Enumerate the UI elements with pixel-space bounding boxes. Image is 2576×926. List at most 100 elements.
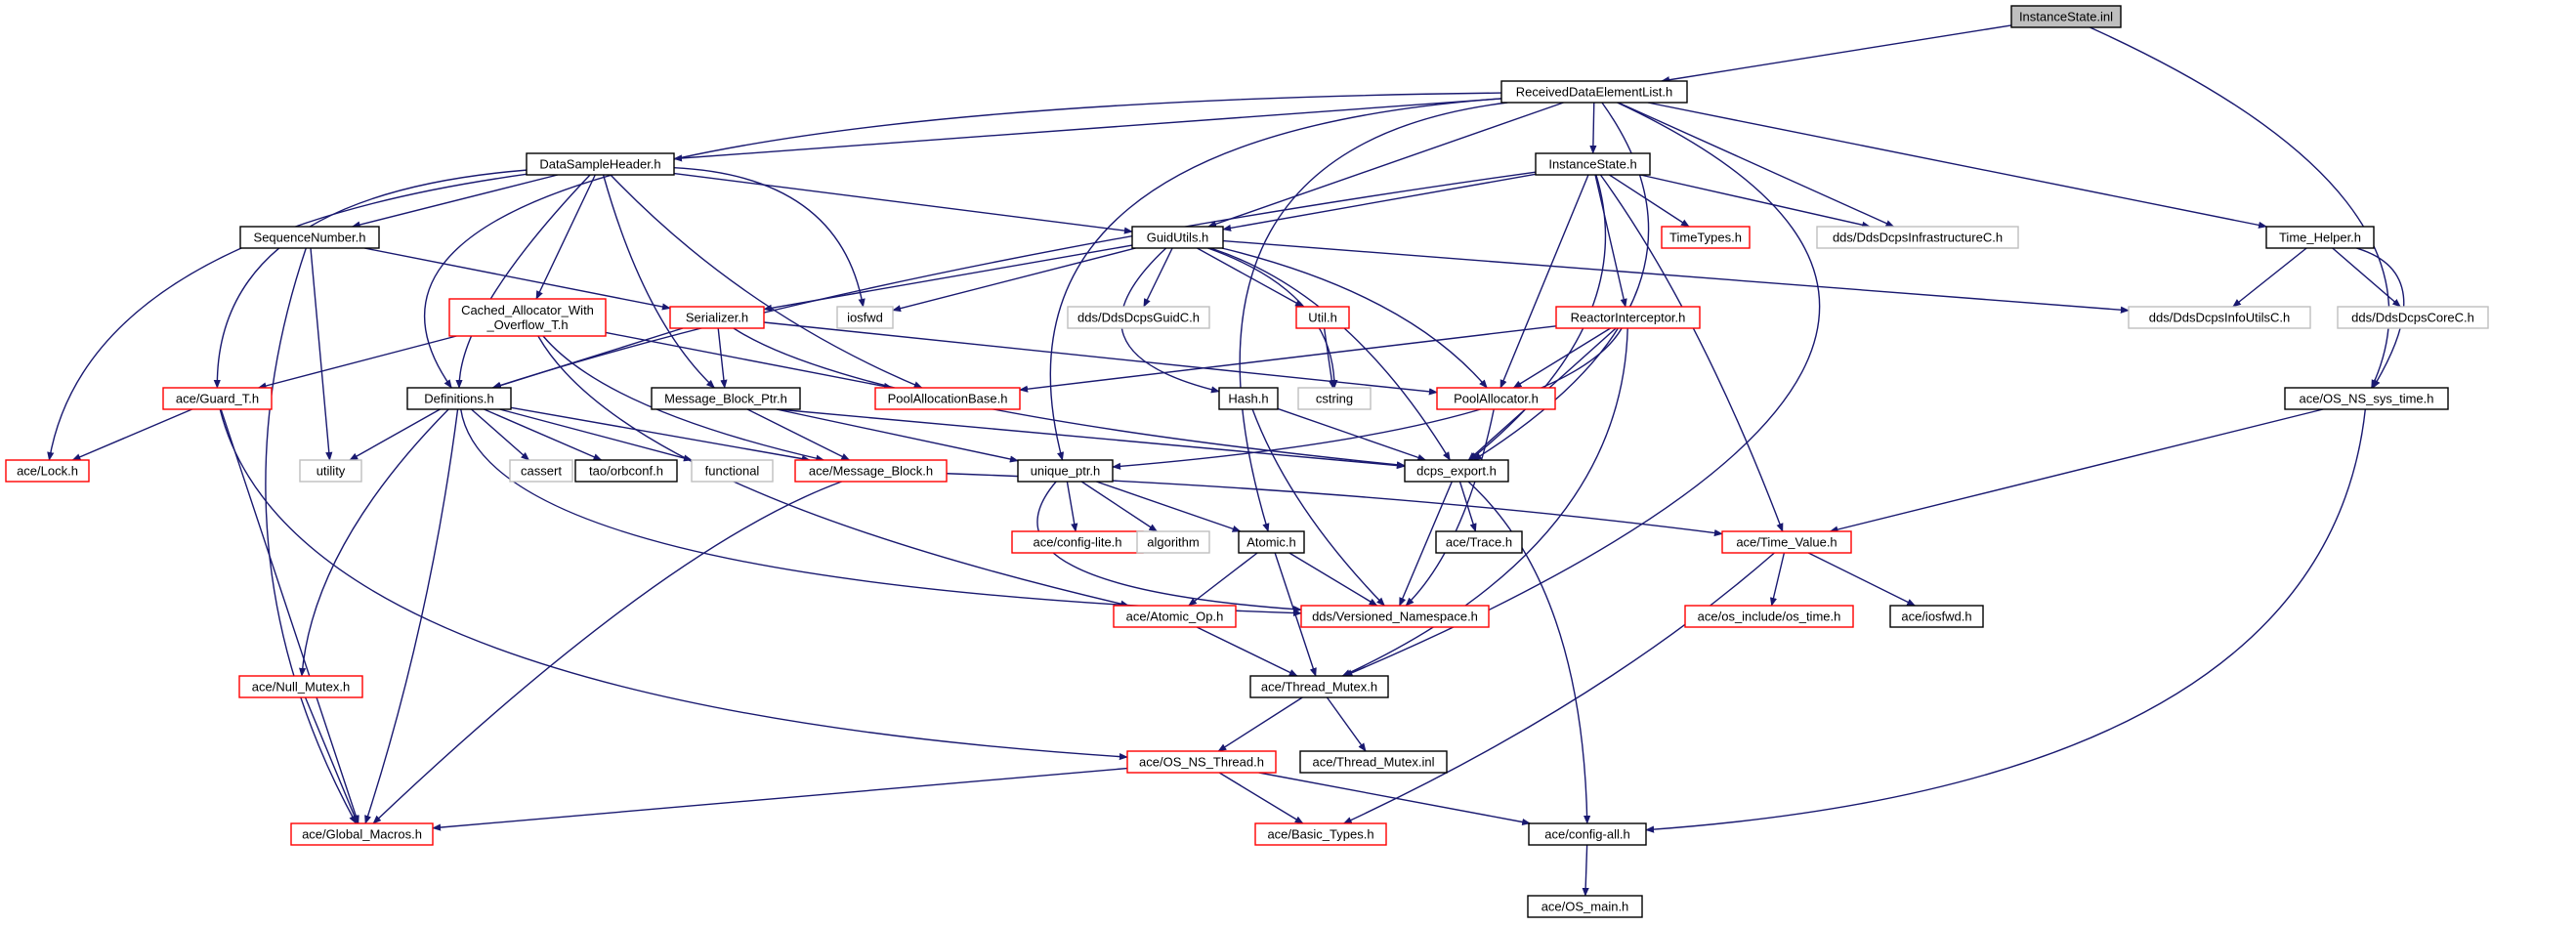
node-box[interactable] [1249,675,1389,698]
node-sequencenumber-h[interactable]: SequenceNumber.h [239,226,380,249]
node-box[interactable] [1067,306,1210,329]
node-box[interactable] [1816,226,2019,249]
node-box[interactable] [2128,306,2311,329]
node-ace-os-include-os-time-h[interactable]: ace/os_include/os_time.h [1684,605,1854,628]
node-box[interactable] [669,306,765,329]
node-box[interactable] [299,459,362,483]
node-hash-h[interactable]: Hash.h [1218,387,1279,410]
node-ace-os-ns-sys-time-h[interactable]: ace/OS_NS_sys_time.h [2284,387,2449,410]
node-unique-ptr-h[interactable]: unique_ptr.h [1017,459,1114,483]
node-box[interactable] [1528,822,1647,846]
node-datasampleheader-h[interactable]: DataSampleHeader.h [526,152,675,176]
node-atomic-h[interactable]: Atomic.h [1238,530,1305,554]
node-dds-dcpsinfrastructurec-h[interactable]: dds/DdsDcpsInfrastructureC.h [1816,226,2019,249]
node-poolallocator-h[interactable]: PoolAllocator.h [1436,387,1556,410]
node-box[interactable] [1254,822,1387,846]
node-functional[interactable]: functional [691,459,774,483]
node-box[interactable] [509,459,573,483]
node-ace-trace-h[interactable]: ace/Trace.h [1435,530,1523,554]
node-poolallocationbase-h[interactable]: PoolAllocationBase.h [874,387,1021,410]
node-box[interactable] [1404,459,1509,483]
node-dds-dcpsinfoutilsc-h[interactable]: dds/DdsDcpsInfoUtilsC.h [2128,306,2311,329]
node-cstring[interactable]: cstring [1297,387,1372,410]
node-box[interactable] [874,387,1021,410]
node-box[interactable] [290,822,434,846]
node-cassert[interactable]: cassert [509,459,573,483]
node-dds-dcpsguidc-h[interactable]: dds/DdsDcpsGuidC.h [1067,306,1210,329]
node-receiveddataelementlist-h[interactable]: ReceivedDataElementList.h [1500,80,1688,104]
node-box[interactable] [691,459,774,483]
node-box[interactable] [1527,895,1643,918]
node-ace-iosfwd-h[interactable]: ace/iosfwd.h [1889,605,1984,628]
node-serializer-h[interactable]: Serializer.h [669,306,765,329]
node-box[interactable] [1113,605,1237,628]
node-box[interactable] [1017,459,1114,483]
node-iosfwd[interactable]: iosfwd [836,306,894,329]
edge-hash_h-to-dcps_export_h [1277,407,1427,461]
node-ace-os-main-h[interactable]: ace/OS_main.h [1527,895,1643,918]
node-ace-time-value-h[interactable]: ace/Time_Value.h [1721,530,1852,554]
node-box[interactable] [239,226,380,249]
node-box[interactable] [574,459,678,483]
node-ace-thread-mutex-inl[interactable]: ace/Thread_Mutex.inl [1299,750,1448,774]
node-box[interactable] [2265,226,2375,249]
node-ace-lock-h[interactable]: ace/Lock.h [5,459,90,483]
node-dds-dcpscorec-h[interactable]: dds/DdsDcpsCoreC.h [2337,306,2489,329]
node-util-h[interactable]: Util.h [1295,306,1350,329]
node-dcps-export-h[interactable]: dcps_export.h [1404,459,1509,483]
node-box[interactable] [1297,387,1372,410]
node-ace-basic-types-h[interactable]: ace/Basic_Types.h [1254,822,1387,846]
node-ace-message-block-h[interactable]: ace/Message_Block.h [794,459,948,483]
node-box[interactable] [1131,226,1224,249]
node-ace-config-lite-h[interactable]: ace/config-lite.h [1011,530,1144,554]
node-box[interactable] [1238,530,1305,554]
node-box[interactable] [2337,306,2489,329]
node-box[interactable] [1535,152,1651,176]
node-message-block-ptr-h[interactable]: Message_Block_Ptr.h [651,387,801,410]
node-box[interactable] [794,459,948,483]
node-guidutils-h[interactable]: GuidUtils.h [1131,226,1224,249]
node-box[interactable] [836,306,894,329]
node-box[interactable] [1436,387,1556,410]
node-ace-atomic-op-h[interactable]: ace/Atomic_Op.h [1113,605,1237,628]
node-ace-config-all-h[interactable]: ace/config-all.h [1528,822,1647,846]
node-ace-os-ns-thread-h[interactable]: ace/OS_NS_Thread.h [1126,750,1277,774]
node-box[interactable] [651,387,801,410]
node-box[interactable] [1555,306,1701,329]
node-box[interactable] [1889,605,1984,628]
node-utility[interactable]: utility [299,459,362,483]
node-tao-orbconf-h[interactable]: tao/orbconf.h [574,459,678,483]
node-algorithm[interactable]: algorithm [1136,530,1210,554]
node-box[interactable] [1295,306,1350,329]
node-box[interactable] [1500,80,1688,104]
node-box[interactable] [1300,605,1490,628]
node-reactorinterceptor-h[interactable]: ReactorInterceptor.h [1555,306,1701,329]
node-box[interactable] [2010,5,2122,28]
node-box[interactable] [2284,387,2449,410]
node-ace-guard-t-h[interactable]: ace/Guard_T.h [162,387,273,410]
node-time-helper-h[interactable]: Time_Helper.h [2265,226,2375,249]
node-timetypes-h[interactable]: TimeTypes.h [1661,226,1751,249]
node-dds-versioned-namespace-h[interactable]: dds/Versioned_Namespace.h [1300,605,1490,628]
node-instancestate-inl[interactable]: InstanceState.inl [2010,5,2122,28]
node-definitions-h[interactable]: Definitions.h [406,387,512,410]
node-box[interactable] [5,459,90,483]
node-box[interactable] [1661,226,1751,249]
node-box[interactable] [1684,605,1854,628]
node-box[interactable] [1721,530,1852,554]
node-box[interactable] [1126,750,1277,774]
node-box[interactable] [448,298,607,337]
node-ace-null-mutex-h[interactable]: ace/Null_Mutex.h [238,675,363,698]
node-ace-thread-mutex-h[interactable]: ace/Thread_Mutex.h [1249,675,1389,698]
node-ace-global-macros-h[interactable]: ace/Global_Macros.h [290,822,434,846]
node-box[interactable] [526,152,675,176]
node-box[interactable] [1218,387,1279,410]
node-box[interactable] [1299,750,1448,774]
node-box[interactable] [1136,530,1210,554]
node-instancestate-h[interactable]: InstanceState.h [1535,152,1651,176]
node-cached-allocator-h[interactable]: Cached_Allocator_With_Overflow_T.h [448,298,607,337]
node-box[interactable] [1435,530,1523,554]
node-box[interactable] [162,387,273,410]
node-box[interactable] [406,387,512,410]
node-box[interactable] [238,675,363,698]
